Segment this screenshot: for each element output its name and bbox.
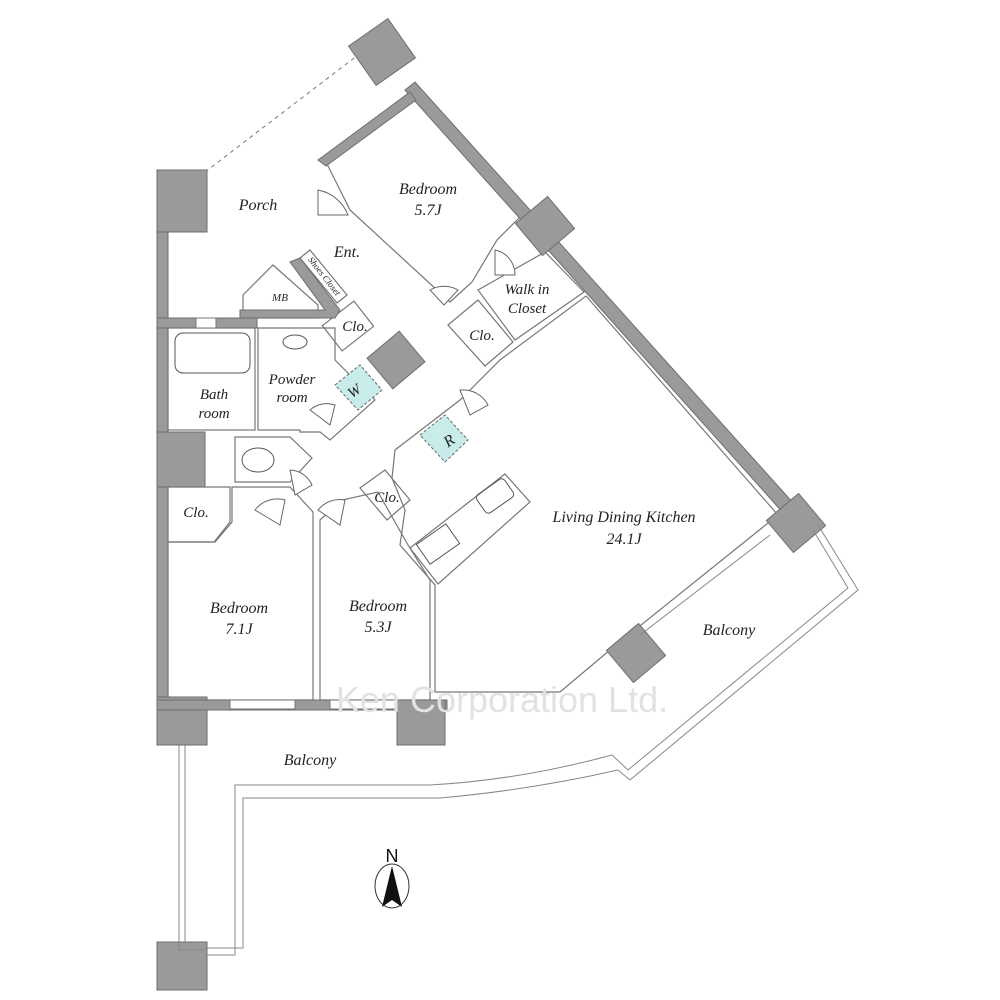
- wall-northwest-bedroom: [317, 91, 417, 167]
- pillar-bedroom-east: [514, 195, 576, 257]
- balcony-railing-south-inner: [207, 524, 859, 949]
- label-closet-south: Clo.: [374, 490, 399, 506]
- kitchen-counter: [409, 473, 531, 585]
- label-bedroom-south-size: 5.3J: [364, 619, 392, 636]
- pillar-south: [396, 699, 446, 746]
- pillar-west-mid: [156, 431, 206, 488]
- room-walk-in-closet: [477, 251, 585, 341]
- label-walk-in-2: Closet: [508, 301, 547, 317]
- pillar-core: [366, 330, 426, 390]
- bathtub-icon: [174, 332, 251, 374]
- label-ldk: Living Dining Kitchen: [551, 509, 695, 526]
- washer-space: [334, 364, 383, 411]
- watermark: Ken Corporation Ltd.: [336, 679, 668, 720]
- room-shoes-closet: [299, 249, 348, 304]
- window-south-2: [329, 699, 396, 710]
- label-balcony-east: Balcony: [703, 622, 756, 639]
- label-bedroom-west: Bedroom: [210, 600, 268, 617]
- label-powder-2: room: [276, 390, 307, 406]
- label-walk-in-1: Walk in: [505, 282, 550, 298]
- wall-mb: [239, 257, 341, 319]
- label-bedroom-south: Bedroom: [349, 598, 407, 615]
- stove-icon: [415, 523, 461, 565]
- label-ldk-size: 24.1J: [606, 531, 642, 548]
- window-south-1: [229, 699, 296, 710]
- label-bedroom-north: Bedroom: [399, 181, 457, 198]
- room-ldk: [391, 295, 779, 693]
- balcony-railing-outer: [178, 745, 207, 951]
- sink-icon: [475, 478, 515, 514]
- porch-boundary: [204, 54, 359, 173]
- pillar-east: [765, 492, 827, 554]
- room-closet-ldk: [447, 299, 514, 367]
- door-bedroom-north[interactable]: [429, 285, 459, 306]
- balcony-railing-south: [207, 529, 849, 956]
- label-closet-ldk: Clo.: [469, 328, 494, 344]
- compass-icon: N: [374, 846, 410, 909]
- window-bath: [195, 317, 217, 329]
- pillar-southeast: [605, 622, 667, 684]
- label-balcony-south: Balcony: [284, 752, 337, 769]
- label-porch: Porch: [238, 197, 278, 214]
- washbasin-icon: [282, 334, 308, 350]
- door-walk-in[interactable]: [494, 249, 516, 276]
- door-toilet[interactable]: [289, 469, 313, 496]
- door-bedroom-west[interactable]: [254, 498, 286, 526]
- balcony-window-east: [639, 534, 771, 636]
- pillar-west-top: [156, 169, 208, 233]
- label-powder-1: Powder: [268, 372, 316, 388]
- label-bath-2: room: [198, 406, 229, 422]
- label-bedroom-north-size: 5.7J: [414, 202, 442, 219]
- pillar-bottom-left: [156, 941, 208, 991]
- door-powder[interactable]: [309, 403, 336, 426]
- fridge-space: [419, 414, 469, 463]
- door-ldk[interactable]: [459, 389, 489, 416]
- wall-south-left: [156, 699, 448, 711]
- label-bedroom-west-size: 7.1J: [225, 621, 253, 638]
- room-powder: [257, 327, 376, 441]
- wall-northeast: [404, 81, 796, 516]
- toilet-icon: [241, 447, 275, 473]
- door-bedroom-south[interactable]: [317, 499, 346, 526]
- door-entrance[interactable]: [317, 189, 349, 216]
- label-closet-entry: Clo.: [342, 319, 367, 335]
- pillar-north: [347, 17, 417, 87]
- room-bedroom-north: [324, 96, 523, 303]
- label-bath-1: Bath: [200, 387, 228, 403]
- compass-label: N: [386, 846, 399, 866]
- label-entrance: Ent.: [333, 244, 360, 261]
- room-toilet: [234, 436, 313, 483]
- label-mb: MB: [271, 292, 288, 304]
- label-closet-west: Clo.: [183, 505, 208, 521]
- room-closet-south: [359, 469, 411, 521]
